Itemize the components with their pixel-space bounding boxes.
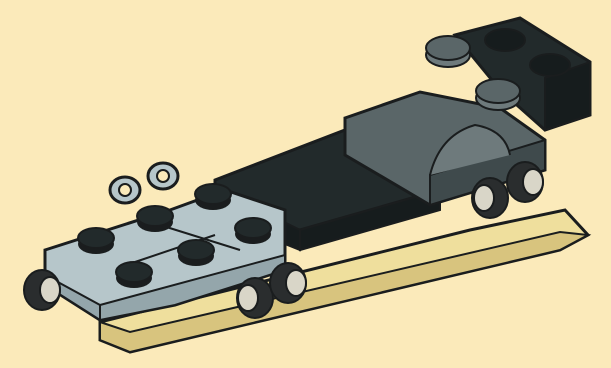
stud xyxy=(530,54,570,76)
wheel-front-left xyxy=(24,270,60,310)
wheel-rear-left xyxy=(472,178,508,218)
wheel-middle xyxy=(270,263,306,303)
wheel-front-right xyxy=(237,278,273,318)
stud xyxy=(485,29,525,51)
wheel-rear-right xyxy=(507,162,543,202)
